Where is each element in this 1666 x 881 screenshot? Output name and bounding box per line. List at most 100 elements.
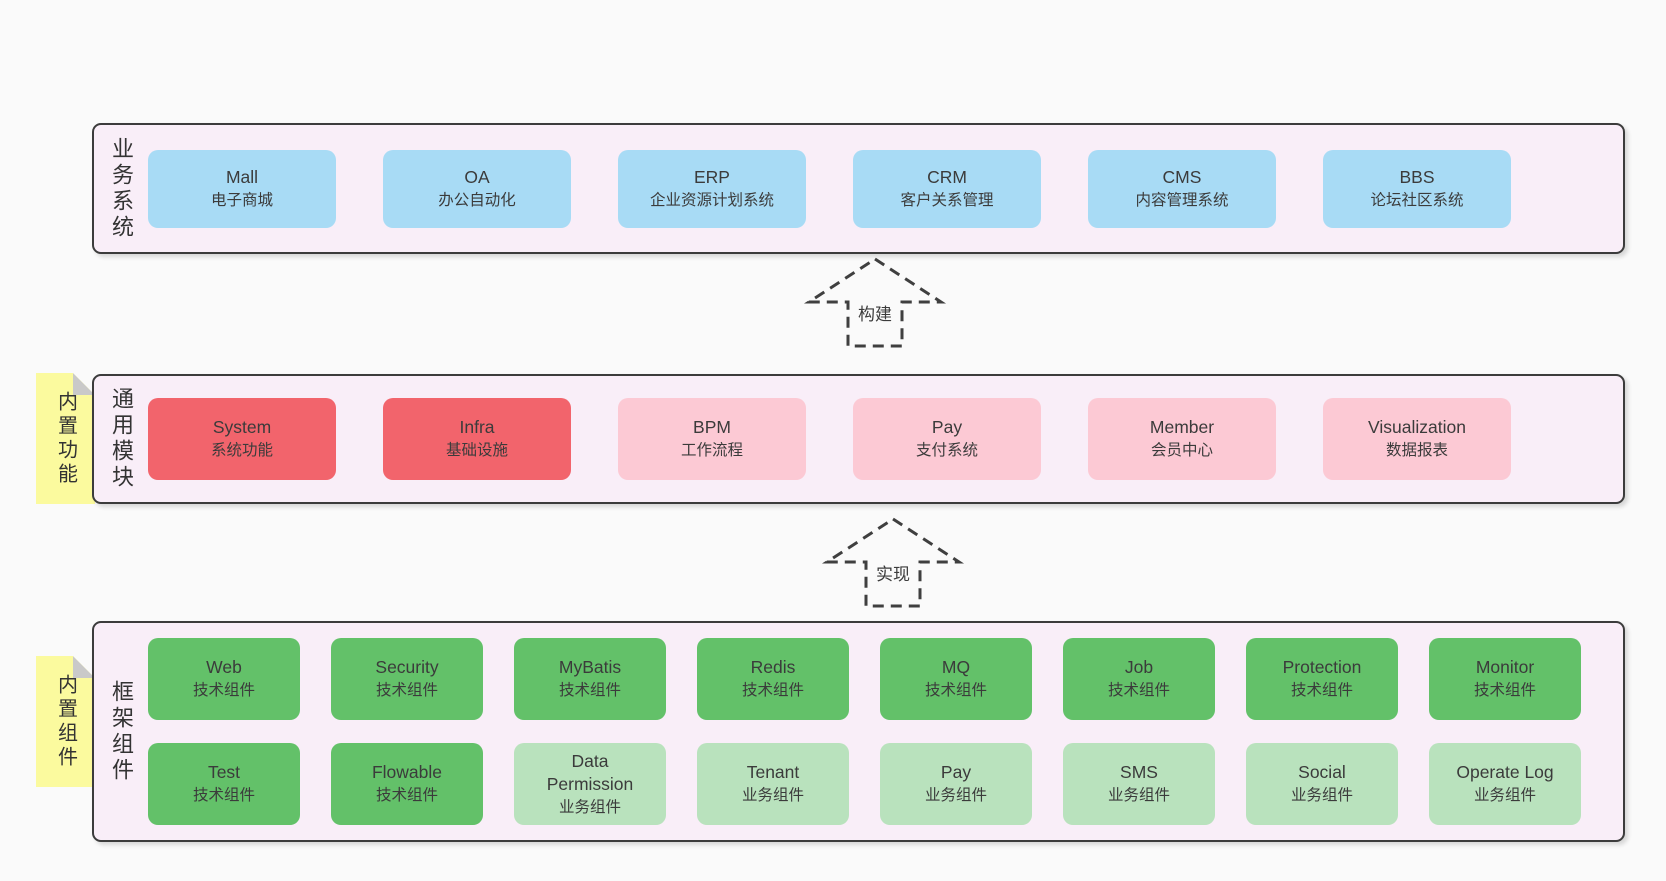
- box-subtitle: 技术组件: [375, 682, 438, 700]
- box-subtitle: 技术组件: [192, 682, 255, 700]
- box-subtitle: 内容管理系统: [1135, 191, 1229, 209]
- up-block-arrow-icon: [803, 257, 947, 348]
- box-subtitle: 技术组件: [558, 682, 621, 700]
- box-title: MQ: [941, 657, 971, 678]
- layer-framework-title: 框架组件: [109, 679, 134, 784]
- box-title: Social: [1298, 762, 1346, 783]
- layer-business-title: 业务系统: [109, 136, 134, 241]
- box-mall: Mall 电子商城: [148, 149, 336, 228]
- box-subtitle: 数据报表: [1385, 442, 1448, 460]
- box-subtitle: 技术组件: [1290, 682, 1353, 700]
- box-title: CRM: [927, 166, 967, 187]
- box-title: Job: [1124, 657, 1154, 678]
- box-crm: CRM 客户关系管理: [853, 149, 1041, 228]
- implement-arrow-label: 实现: [873, 559, 913, 586]
- box-subtitle: 企业资源计划系统: [649, 191, 774, 209]
- box-title: MyBatis: [558, 657, 622, 678]
- box-title: Web: [206, 657, 242, 678]
- box-data-permission: Data Permission 业务组件: [514, 743, 666, 825]
- modules-boxes-area: System 系统功能 Infra 基础设施 BPM 工作流程 Pay 支付系统 Member 会…: [148, 376, 1623, 502]
- box-title: SMS: [1120, 762, 1158, 783]
- box-title: System: [212, 417, 272, 438]
- box-title: Infra: [459, 417, 495, 438]
- box-subtitle: 业务组件: [741, 787, 804, 805]
- box-title: Mall: [225, 166, 259, 187]
- box-subtitle: 工作流程: [680, 442, 743, 460]
- box-mybatis: MyBatis 技术组件: [514, 638, 666, 720]
- box-web: Web 技术组件: [148, 638, 300, 720]
- box-title: Flowable: [371, 762, 443, 783]
- box-redis: Redis 技术组件: [697, 638, 849, 720]
- sticky-built-in-components-label: 内置组件: [54, 673, 77, 770]
- box-title: OA: [464, 166, 490, 187]
- box-bpm: BPM 工作流程: [618, 398, 806, 480]
- box-operate-log: Operate Log 业务组件: [1429, 743, 1581, 825]
- box-subtitle: 技术组件: [1107, 682, 1170, 700]
- box-visualization: Visualization 数据报表: [1323, 398, 1511, 480]
- box-sms: SMS 业务组件: [1063, 743, 1215, 825]
- box-system: System 系统功能: [148, 398, 336, 480]
- box-title: Data Permission: [546, 750, 634, 794]
- build-arrow: 构建: [803, 256, 947, 350]
- box-title: BBS: [1399, 166, 1435, 187]
- build-arrow-label: 构建: [855, 299, 895, 326]
- box-title: Protection: [1282, 657, 1362, 678]
- box-subtitle: 技术组件: [192, 787, 255, 805]
- box-subtitle: 办公自动化: [438, 191, 516, 209]
- box-subtitle: 客户关系管理: [900, 191, 994, 209]
- box-title: Operate Log: [1456, 762, 1554, 783]
- box-pay: Pay 支付系统: [853, 398, 1041, 480]
- implement-arrow: 实现: [821, 516, 965, 610]
- box-title: Pay: [931, 417, 963, 438]
- box-subtitle: 技术组件: [924, 682, 987, 700]
- box-subtitle: 电子商城: [210, 191, 273, 209]
- box-protection: Protection 技术组件: [1246, 638, 1398, 720]
- box-title: BPM: [693, 417, 731, 438]
- box-job: Job 技术组件: [1063, 638, 1215, 720]
- box-title: CMS: [1162, 166, 1202, 187]
- box-subtitle: 支付系统: [915, 442, 978, 460]
- box-title: Visualization: [1368, 417, 1466, 438]
- box-subtitle: 业务组件: [1290, 787, 1353, 805]
- box-title: Pay: [940, 762, 972, 783]
- box-member: Member 会员中心: [1088, 398, 1276, 480]
- layer-modules-title: 通用模块: [109, 387, 134, 491]
- box-title: Security: [375, 657, 439, 678]
- box-oa: OA 办公自动化: [383, 149, 571, 228]
- box-subtitle: 业务组件: [924, 787, 987, 805]
- box-subtitle: 技术组件: [741, 682, 804, 700]
- sticky-built-in-components: 内置组件: [36, 656, 95, 787]
- box-subtitle: 基础设施: [445, 442, 508, 460]
- box-title: Redis: [750, 657, 796, 678]
- sticky-built-in-functions: 内置功能: [36, 373, 95, 504]
- box-security: Security 技术组件: [331, 638, 483, 720]
- layer-common-modules: 通用模块 System 系统功能 Infra 基础设施 BPM 工作流程 Pay 支付系统 Me…: [92, 374, 1625, 504]
- box-subtitle: 业务组件: [1473, 787, 1536, 805]
- box-subtitle: 系统功能: [210, 442, 273, 460]
- box-subtitle: 业务组件: [1107, 787, 1170, 805]
- box-subtitle: 业务组件: [558, 798, 621, 816]
- box-flowable: Flowable 技术组件: [331, 743, 483, 825]
- box-subtitle: 会员中心: [1150, 442, 1213, 460]
- box-subtitle: 技术组件: [375, 787, 438, 805]
- box-title: Member: [1149, 417, 1215, 438]
- box-title: Test: [207, 762, 241, 783]
- box-infra: Infra 基础设施: [383, 398, 571, 480]
- box-subtitle: 技术组件: [1473, 682, 1536, 700]
- box-cms: CMS 内容管理系统: [1088, 149, 1276, 228]
- up-block-arrow-icon: [821, 517, 965, 608]
- sticky-built-in-functions-label: 内置功能: [54, 390, 77, 487]
- modules-box-row: System 系统功能 Infra 基础设施 BPM 工作流程 Pay 支付系统 Member 会…: [148, 398, 1623, 480]
